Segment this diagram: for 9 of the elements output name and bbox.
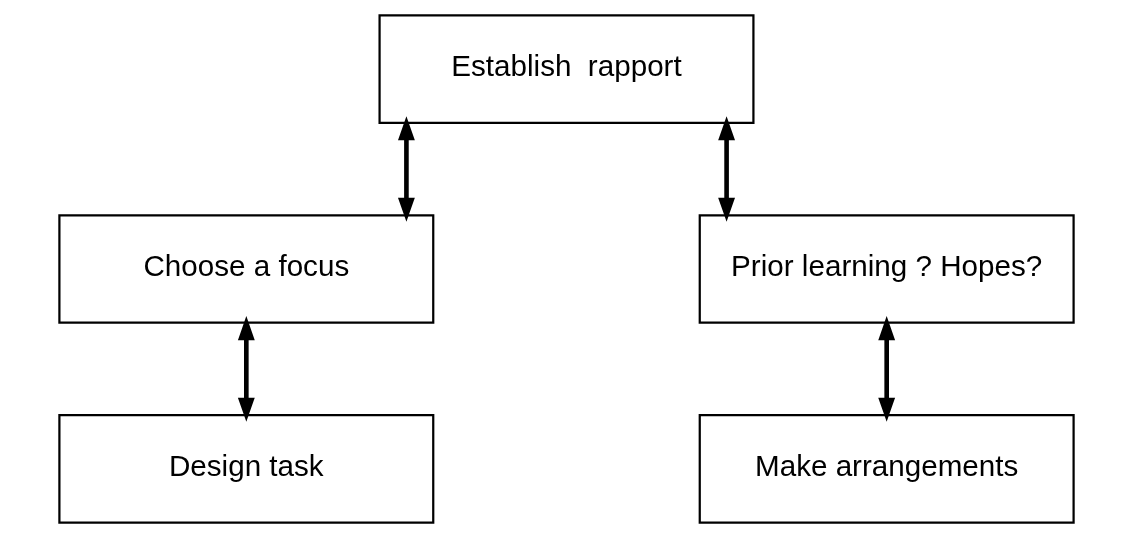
- node-box: Make arrangements: [698, 414, 1075, 524]
- arrow: [718, 116, 736, 222]
- arrow: [878, 316, 896, 422]
- node-box: Establish rapport: [378, 14, 755, 124]
- node-box: Choose a focus: [58, 214, 435, 324]
- node-box: Design task: [58, 414, 435, 524]
- arrow: [237, 316, 255, 422]
- arrow: [397, 116, 415, 222]
- node-box: Prior learning ? Hopes?: [698, 214, 1075, 324]
